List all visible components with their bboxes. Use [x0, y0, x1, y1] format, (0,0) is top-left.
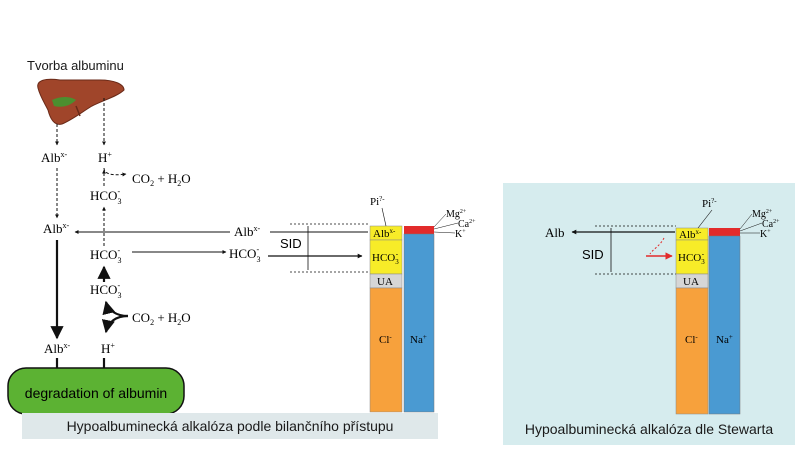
red-bar-left	[404, 226, 434, 234]
na-bar-right-label: Na+	[716, 333, 733, 346]
sid-label-left: SID	[280, 236, 302, 251]
hco3-bar-left-label: HCO3-	[372, 250, 399, 266]
h-bottom-label: H+	[101, 341, 115, 356]
ca-left-leader	[433, 222, 459, 230]
caption-stewart: Hypoalbuminecká alkalóza dle Stewarta	[524, 421, 774, 437]
mg-left-leader	[433, 213, 447, 228]
caption-balance-approach: Hypoalbuminecká alkalóza podle bilančníh…	[22, 413, 438, 439]
hco3-gamble-label: HCO3-	[229, 245, 260, 264]
na-bar-left-label: Na+	[410, 333, 427, 346]
k-left-label: K+	[455, 229, 466, 240]
hco3-lower-label: HCO3-	[90, 281, 121, 300]
cl-bar-right	[675, 287, 709, 415]
k-right-label: K+	[760, 229, 771, 240]
hco3-bar-right	[675, 239, 709, 275]
pi-left-leader	[381, 207, 387, 227]
mg-right-leader	[739, 213, 753, 230]
cl-bar-right-label: Cl-	[685, 333, 698, 346]
pi-left-label: Pi?-	[370, 195, 385, 208]
k-left-leader	[433, 231, 456, 234]
hco3-bar-right-label: HCO3-	[678, 250, 705, 266]
ca-right-label: Ca2+	[762, 219, 780, 230]
liver-icon	[37, 78, 125, 125]
hco3-top-label: HCO3-	[90, 187, 121, 206]
mg-left-label: Mg2+	[446, 209, 467, 220]
alb-mid-label: Albx-	[43, 221, 70, 236]
ua-bar-left-label: UA	[377, 276, 393, 288]
stewart-panel	[503, 183, 795, 445]
pi-right-label: Pi?-	[702, 197, 717, 210]
gamblegram-right	[675, 227, 741, 415]
co2-to-h-arrow	[101, 314, 129, 334]
albumin-formation-title: Tvorba albuminu	[27, 58, 124, 73]
alb-bar-right-label: Albx-	[679, 228, 702, 241]
ua-bar-right-label: UA	[683, 276, 699, 288]
alb-top-label: Albx-	[41, 150, 68, 165]
sid-label-right: SID	[582, 247, 604, 262]
cl-bar-left-label: Cl-	[379, 333, 392, 346]
pi-right-leader	[697, 209, 713, 229]
gamblegram-left	[369, 225, 435, 413]
na-bar-right	[708, 235, 741, 415]
na-bar-left	[403, 233, 435, 413]
degradation-label: degradation of albumin	[25, 385, 167, 401]
alb-gamble-label: Albx-	[234, 224, 261, 239]
cl-bar-left	[369, 287, 403, 413]
alb-bar-left-label: Albx-	[373, 227, 396, 240]
h-to-co2-arrow	[103, 167, 127, 177]
alb-bottom-label: Albx-	[44, 341, 71, 356]
co2-to-hco3-arrow	[102, 300, 129, 318]
co2-h2o-lower-label: CO2 + H2O	[132, 310, 191, 327]
red-bar-right	[709, 228, 740, 236]
alb-right-label: Alb	[545, 225, 565, 240]
red-dashed-arrow	[649, 237, 665, 255]
h-top-label: H+	[98, 150, 112, 165]
ca-left-label: Ca2+	[458, 219, 476, 230]
hco3-bar-left	[369, 239, 403, 275]
hco3-mid-label: HCO3-	[90, 246, 121, 265]
co2-h2o-top-label: CO2 + H2O	[132, 171, 191, 188]
mg-right-label: Mg2+	[752, 209, 773, 220]
ca-right-leader	[739, 222, 763, 232]
